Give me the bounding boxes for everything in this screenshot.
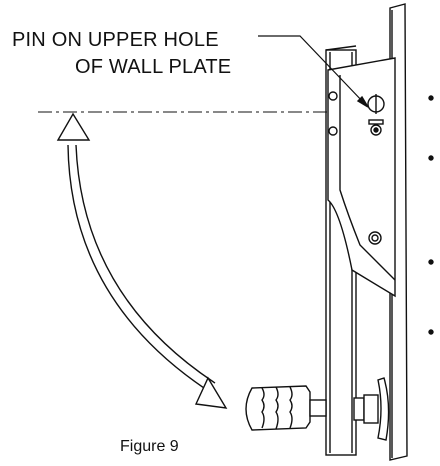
bracket-screw-inner	[371, 234, 379, 242]
callout-label-line1: PIN ON UPPER HOLE	[12, 29, 219, 51]
arc-arrowhead-top	[56, 112, 91, 141]
bracket-fold-line	[339, 75, 396, 281]
knob-shaft	[309, 399, 327, 417]
pin-lower-nut	[370, 124, 382, 136]
callout-arrowhead	[356, 95, 369, 108]
bracket-screw-outer	[368, 231, 382, 245]
pin-lower-nut-core	[373, 127, 379, 133]
wall-plate-hole-2	[428, 155, 434, 161]
swing-arc-outer	[67, 144, 211, 393]
knob-nut-left	[353, 397, 365, 421]
figure-caption: Figure 9	[120, 438, 179, 455]
pin-lower-flange	[368, 119, 384, 125]
bracket-hole-lower	[328, 126, 338, 136]
knob-grip-ridges	[261, 386, 293, 430]
wall-plate-hole-3	[428, 259, 434, 265]
knob-nut-right	[363, 394, 379, 424]
wall-plate-hole-1	[428, 95, 434, 101]
callout-leader-line	[258, 35, 366, 105]
arc-arrowhead-bottom	[194, 376, 228, 409]
knob-wheel	[377, 377, 390, 441]
callout-label-line2: OF WALL PLATE	[75, 56, 232, 78]
mast-top-cap	[325, 45, 357, 51]
swing-arc-inner	[75, 144, 216, 384]
bracket-hole-upper	[328, 91, 338, 101]
wall-plate-hole-4	[428, 329, 434, 335]
